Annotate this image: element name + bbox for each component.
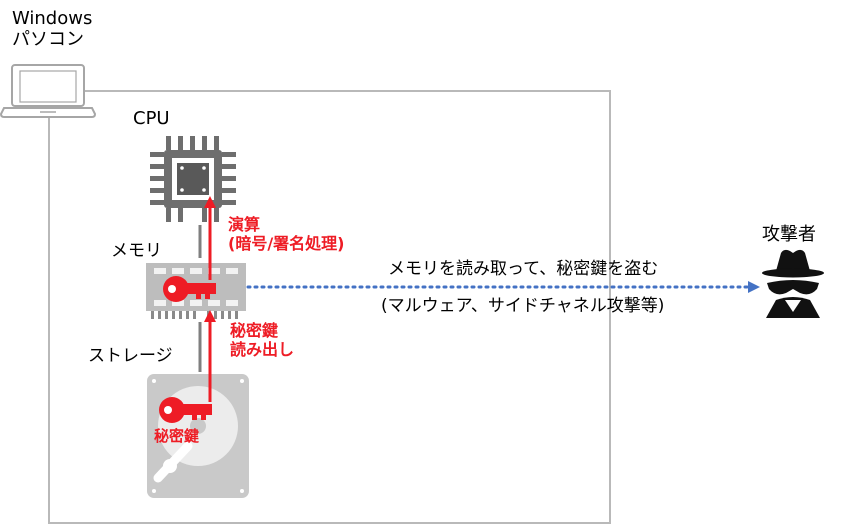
pc-boundary-frame [48, 90, 611, 524]
key-on-disk-label: 秘密鍵 [154, 427, 200, 445]
compute-label: 演算 (暗号/署名処理) [228, 215, 345, 253]
pc-label: Windows パソコン [12, 8, 93, 51]
readout-label: 秘密鍵 読み出し [230, 321, 295, 359]
memory-label: メモリ [111, 241, 162, 261]
attack-examples: (マルウェア、サイドチャネル攻撃等) [381, 296, 665, 316]
attacker-label: 攻撃者 [762, 224, 816, 245]
storage-label: ストレージ [88, 346, 173, 366]
cpu-label: CPU [133, 108, 170, 129]
attack-description: メモリを読み取って、秘密鍵を盗む [388, 259, 659, 279]
